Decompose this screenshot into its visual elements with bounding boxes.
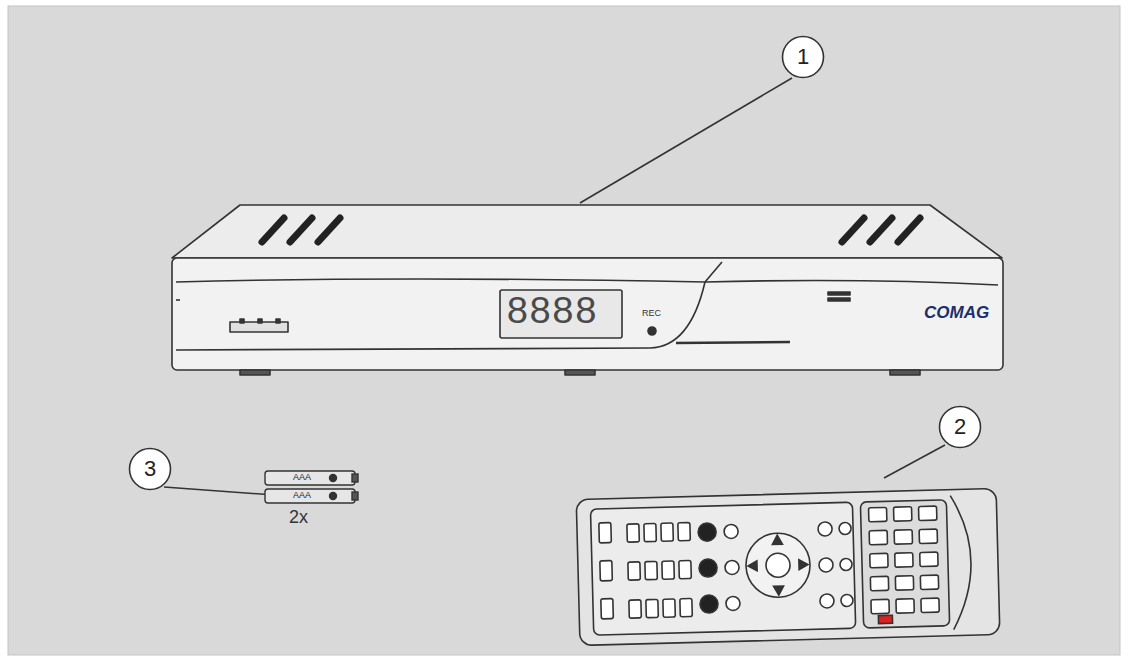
callout-number: 2 [938,405,982,449]
receiver-box [172,205,1003,375]
battery-label: AAA [293,491,311,500]
callout-number: 1 [781,35,825,79]
aaa-batteries [265,471,358,503]
figure-ground [8,6,1120,655]
callout-number: 3 [128,447,172,491]
brand-logo: COMAG [924,304,989,321]
vent-slots [262,218,920,242]
quantity-label: 2x [289,508,308,526]
remote-control [576,489,1000,646]
display-digits: 8888 [506,294,597,332]
callout-text: 1 [797,46,809,68]
callout-text: 2 [954,416,966,438]
battery-label: AAA [293,473,311,482]
rec-label: REC [642,309,661,318]
callout-text: 3 [144,458,156,480]
